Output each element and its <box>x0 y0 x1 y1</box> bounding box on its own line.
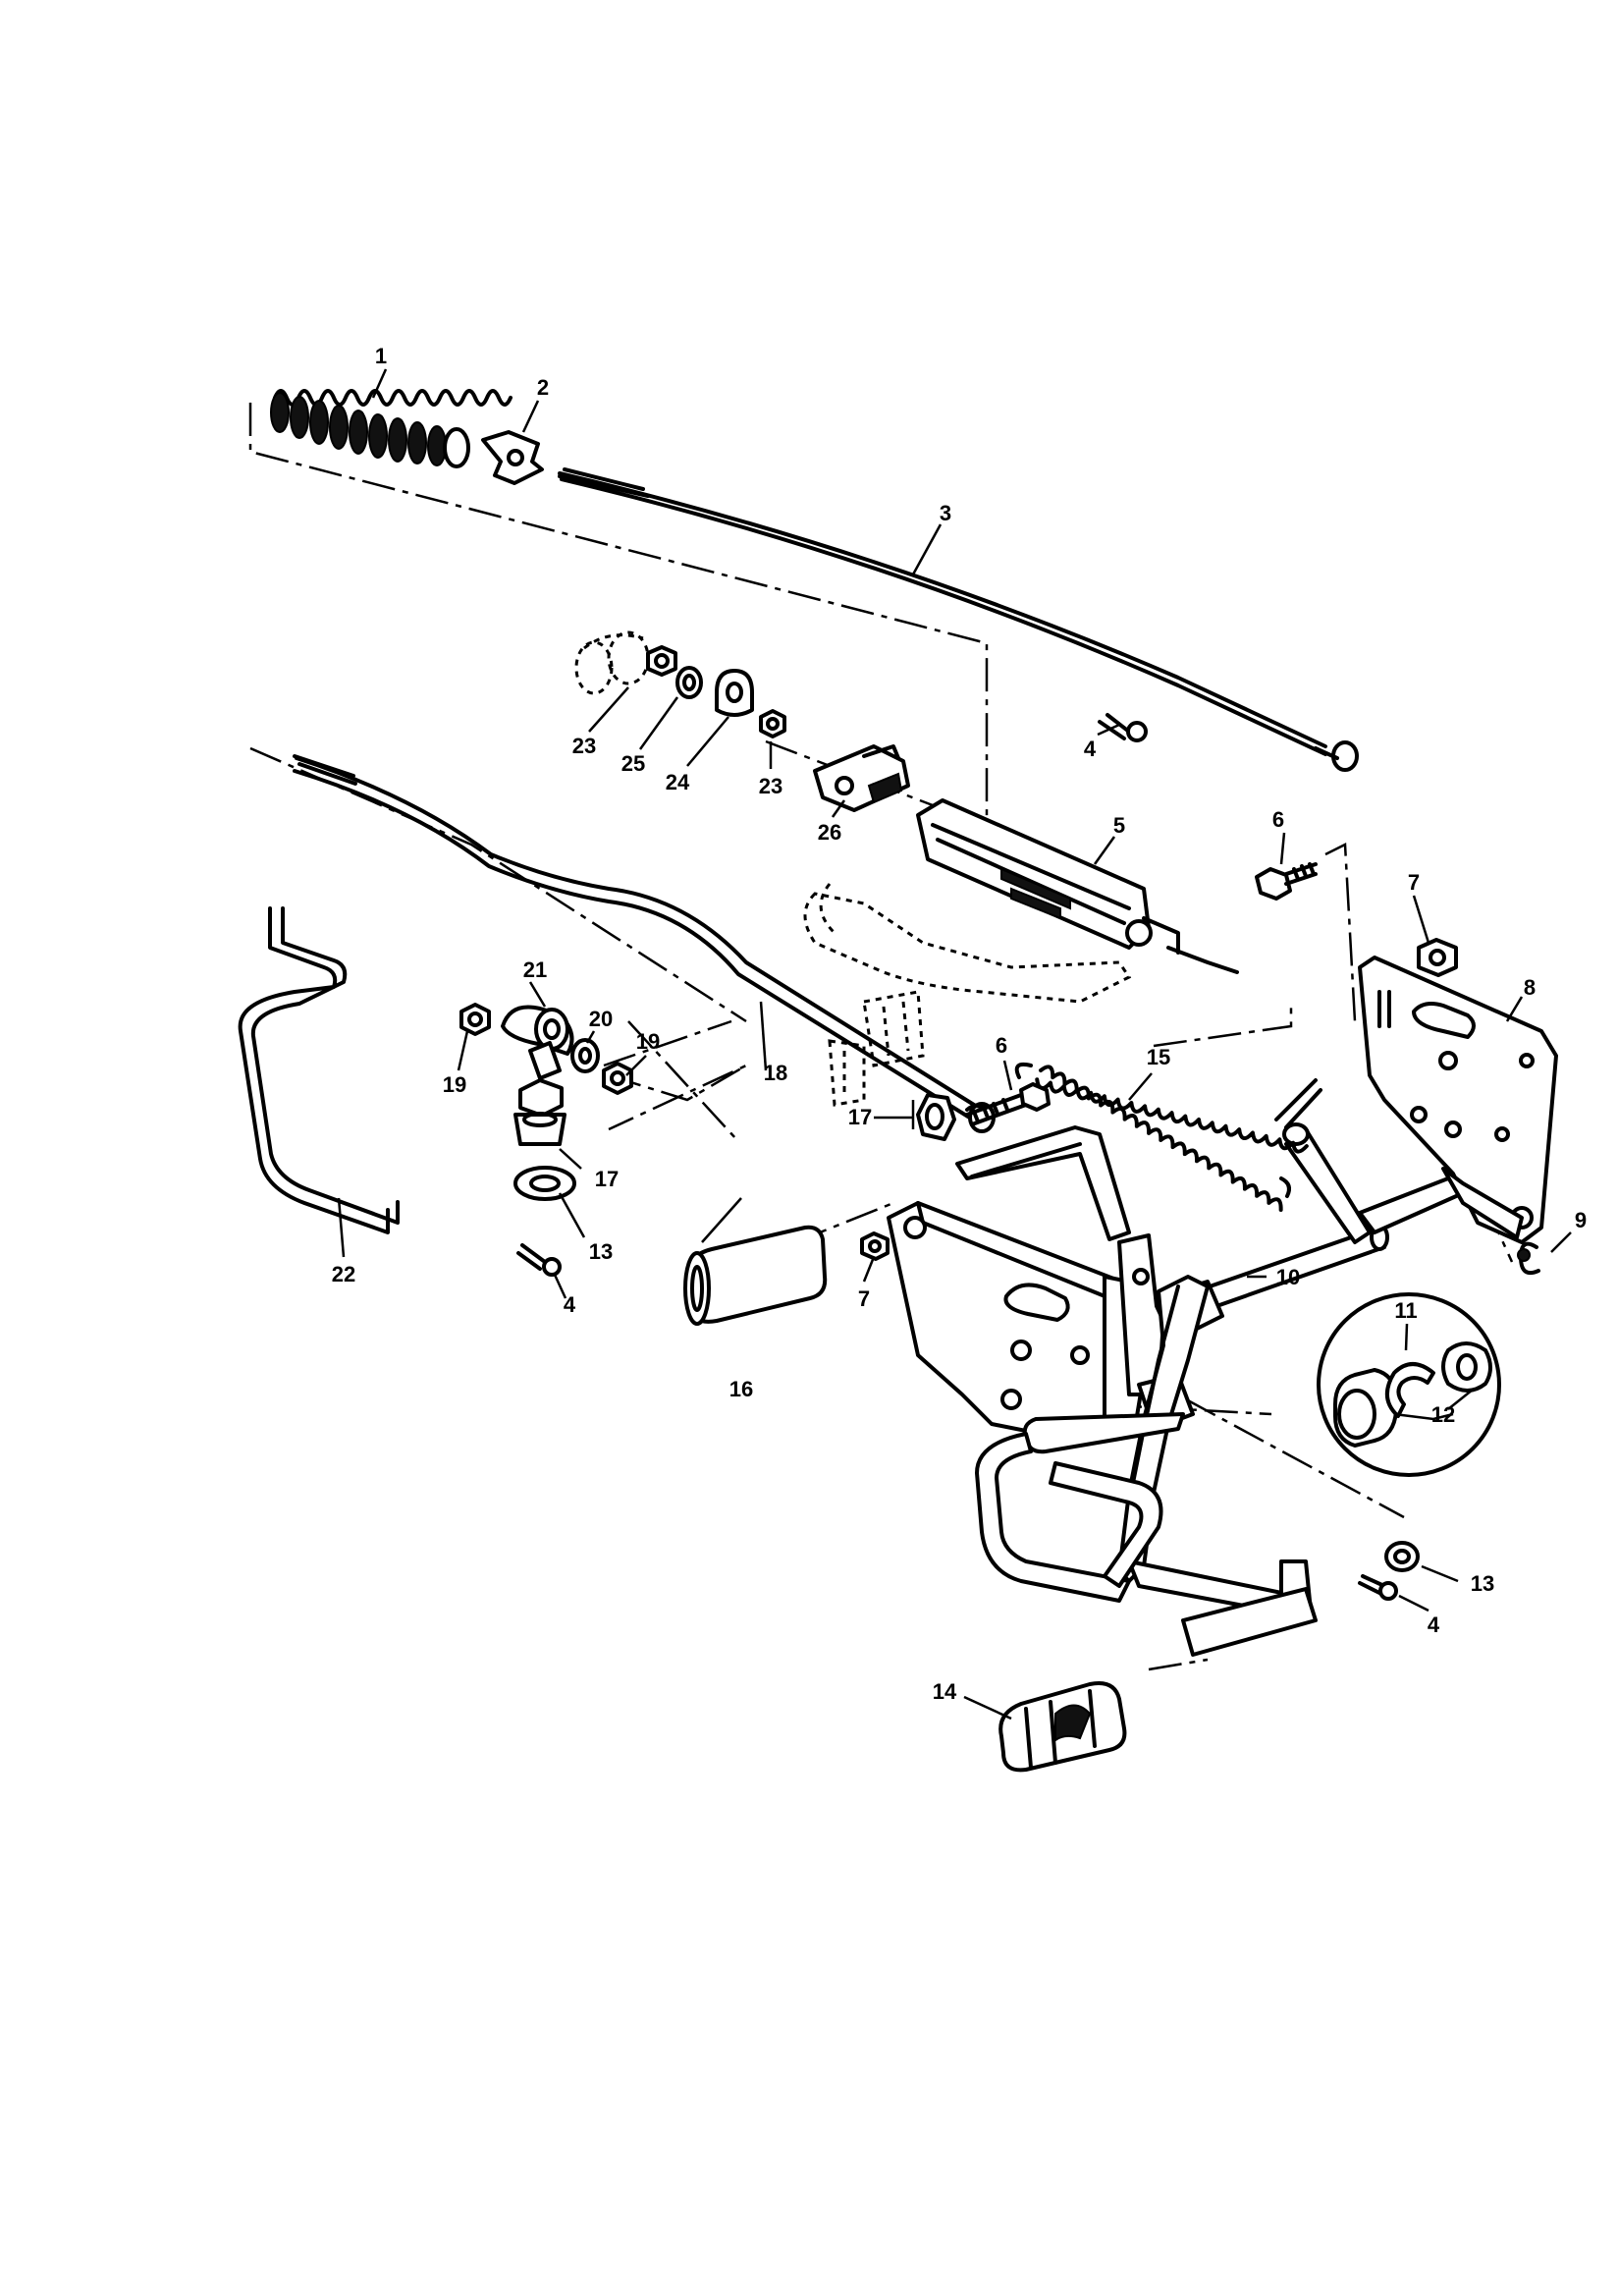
callout-7: 7 <box>858 1286 870 1311</box>
washer-and-pin-right <box>1358 1541 1420 1601</box>
callout-7: 7 <box>1408 870 1420 895</box>
spring-part-15 <box>1014 1062 1309 1212</box>
callout-4: 4 <box>564 1292 576 1317</box>
bent-rod-part-22 <box>238 906 400 1234</box>
pedal-housing <box>887 1201 1224 1441</box>
nut-part-7-center <box>860 1231 890 1261</box>
callout-1: 1 <box>375 344 387 368</box>
clip-part-26 <box>813 744 910 812</box>
callout-4: 4 <box>1084 737 1097 761</box>
callout-19: 19 <box>443 1072 466 1097</box>
callout-6: 6 <box>996 1033 1007 1058</box>
callout-10: 10 <box>1276 1265 1300 1289</box>
callout-22: 22 <box>332 1262 355 1286</box>
callout-4: 4 <box>1428 1613 1440 1637</box>
small-parts-left <box>459 1003 633 1277</box>
assembly-centerlines <box>248 403 1514 1671</box>
callout-11: 11 <box>1394 1298 1417 1323</box>
callout-20: 20 <box>589 1007 613 1031</box>
nut-part-7-right <box>1417 938 1458 977</box>
callout-23: 23 <box>759 774 782 798</box>
callout-12: 12 <box>1431 1402 1455 1427</box>
pedal-pad-part-14 <box>998 1681 1127 1773</box>
rod-part-18 <box>293 754 996 1133</box>
callout-25: 25 <box>621 751 645 776</box>
callout-3: 3 <box>940 501 951 525</box>
spring-part-1 <box>270 389 512 468</box>
callout-15: 15 <box>1147 1045 1170 1069</box>
callout-21: 21 <box>523 957 547 982</box>
callout-8: 8 <box>1524 975 1536 1000</box>
callout-13: 13 <box>1471 1571 1494 1596</box>
callout-26: 26 <box>818 820 841 845</box>
fastener-cluster-23-25-24-23 <box>574 630 786 738</box>
phantom-pedal-outline <box>803 883 1132 1107</box>
callout-9: 9 <box>1575 1208 1587 1232</box>
lower-linkage-rod <box>975 1412 1185 1603</box>
callout-24: 24 <box>666 770 690 794</box>
callout-numbers: 1 2 3 4 4 4 5 6 6 7 7 8 9 10 11 12 13 13… <box>332 344 1587 1704</box>
side-plate-part-8 <box>1358 956 1558 1244</box>
bolt-part-6-top <box>1255 862 1318 901</box>
pedal-bracket-bar <box>955 1125 1131 1241</box>
callout-6: 6 <box>1272 807 1284 832</box>
detail-circle-bushings <box>1317 1292 1501 1477</box>
callout-leaders <box>337 368 1572 1721</box>
link-bracket-part-5 <box>916 798 1239 974</box>
callout-16: 16 <box>729 1377 753 1401</box>
cotter-pin-part-4-top <box>1098 713 1148 742</box>
pedal-pad-part-16 <box>683 1225 828 1326</box>
callout-5: 5 <box>1113 813 1125 838</box>
callout-18: 18 <box>764 1061 787 1085</box>
bushing-part-17-and-bolt-6 <box>916 1082 1051 1141</box>
callout-17: 17 <box>595 1167 619 1191</box>
callout-13: 13 <box>589 1239 613 1264</box>
rod-part-3 <box>558 467 1359 772</box>
callout-19: 19 <box>636 1029 660 1054</box>
callout-14: 14 <box>933 1679 957 1704</box>
e-clip-part-9 <box>1517 1241 1540 1276</box>
plate-part-2 <box>481 430 544 485</box>
callout-17: 17 <box>848 1105 872 1129</box>
callout-2: 2 <box>537 375 549 400</box>
callout-23: 23 <box>572 734 596 758</box>
